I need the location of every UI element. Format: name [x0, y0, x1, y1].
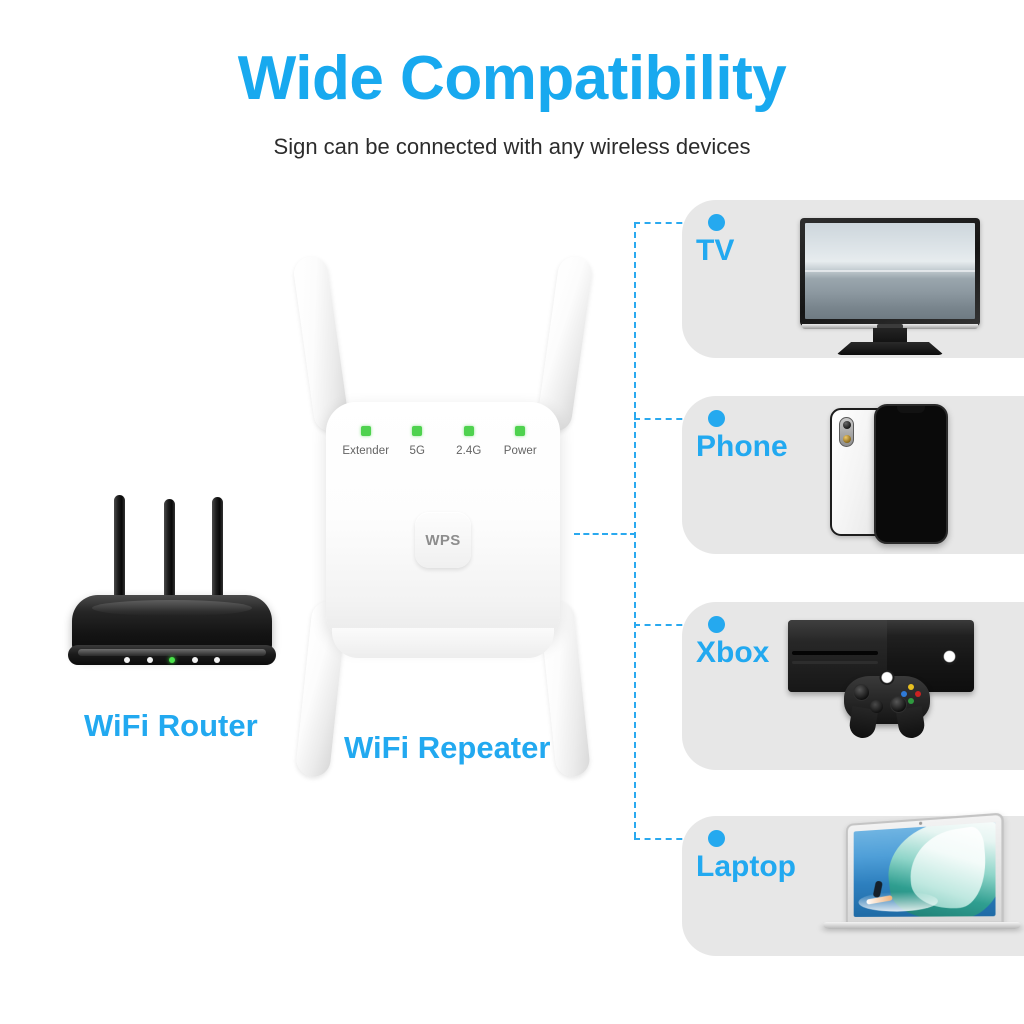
connector-node-tv: [708, 214, 725, 231]
connector-node-xbox: [708, 616, 725, 633]
phone-camera-icon: [839, 417, 854, 447]
repeater-body: Extender 5G 2.4G Power WPS: [326, 402, 560, 658]
wifi-repeater[interactable]: Extender 5G 2.4G Power WPS: [290, 254, 596, 796]
led-indicator-5g: [412, 426, 423, 436]
router-antenna-1: [114, 495, 125, 603]
connector-trunk: [634, 222, 636, 838]
xbox-disc-slot: [792, 651, 878, 655]
device-card-label-laptop: Laptop: [696, 850, 796, 883]
laptop-screen: [853, 821, 996, 917]
controller-left-stick: [853, 684, 870, 701]
tv-screen: [805, 223, 975, 319]
led-label-power: Power: [503, 445, 537, 457]
led-indicator-24g: [463, 426, 474, 436]
led-indicator-power: [515, 426, 526, 436]
repeater-led-extender: Extender: [340, 426, 392, 457]
button-b: [915, 691, 921, 697]
led-label-24g: 2.4G: [456, 445, 482, 457]
controller-right-stick: [890, 696, 907, 713]
led-indicator-extender: [360, 426, 371, 436]
router-led-2: [146, 657, 153, 663]
xbox-controller-icon: [844, 670, 930, 732]
button-a: [908, 698, 914, 704]
xbox-console-body: [788, 620, 974, 692]
laptop-base: [822, 922, 1022, 929]
router-led-4: [191, 657, 198, 663]
router-led-5: [214, 657, 220, 663]
button-y: [908, 684, 914, 690]
tv-stand-base: [836, 342, 944, 355]
router-front-strip: [78, 649, 266, 656]
router-led-1: [124, 657, 130, 663]
tv-logo: [877, 324, 903, 329]
led-label-5g: 5G: [409, 445, 426, 457]
tv-bezel: [800, 218, 980, 326]
device-card-label-tv: TV: [696, 234, 735, 267]
router-led-3-active: [169, 657, 175, 663]
xbox-vent: [792, 661, 878, 664]
connector-repeater-to-trunk: [574, 533, 636, 535]
page-subtitle: Sign can be connected with any wireless …: [273, 134, 751, 159]
repeater-led-24g: 2.4G: [443, 426, 495, 457]
connector-branch-xbox: [634, 624, 714, 626]
controller-abxy-buttons: [901, 684, 921, 704]
laptop-lid: [846, 812, 1004, 924]
television-icon: [800, 218, 980, 358]
laptop-icon: [822, 812, 1024, 946]
controller-guide-button-icon: [879, 670, 895, 685]
phone-front-view: [874, 404, 948, 544]
wifi-router-label: WiFi Router: [84, 708, 258, 743]
connector-branch-tv: [634, 222, 714, 224]
smartphone-icon: [830, 404, 950, 546]
device-card-laptop[interactable]: Laptop: [682, 812, 1024, 956]
xbox-power-button-icon: [941, 648, 958, 665]
connector-branch-laptop: [634, 838, 714, 840]
device-card-phone[interactable]: Phone: [682, 396, 1024, 554]
page-title: Wide Compatibility: [237, 44, 787, 113]
router-led-array: [124, 657, 220, 663]
repeater-led-array: Extender 5G 2.4G Power: [340, 426, 546, 457]
connector-node-laptop: [708, 830, 725, 847]
button-x: [901, 691, 907, 697]
device-card-xbox[interactable]: Xbox: [682, 602, 1024, 770]
repeater-led-power: Power: [495, 426, 547, 457]
tv-stand-neck: [873, 328, 907, 344]
device-card-label-phone: Phone: [696, 430, 788, 463]
device-card-label-xbox: Xbox: [696, 636, 770, 669]
connector-node-phone: [708, 410, 725, 427]
wifi-repeater-label: WiFi Repeater: [344, 730, 551, 765]
laptop-webcam-icon: [919, 821, 923, 826]
device-card-tv[interactable]: TV: [682, 200, 1024, 358]
led-label-extender: Extender: [342, 445, 390, 457]
connector-branch-phone: [634, 418, 714, 420]
router-antenna-3: [212, 497, 223, 603]
game-console-icon: [788, 620, 978, 750]
controller-dpad: [870, 700, 883, 713]
repeater-led-5g: 5G: [392, 426, 444, 457]
router-antenna-2: [164, 499, 175, 603]
wifi-router[interactable]: [68, 495, 282, 675]
wps-button[interactable]: WPS: [415, 512, 471, 568]
phone-notch: [897, 406, 925, 413]
